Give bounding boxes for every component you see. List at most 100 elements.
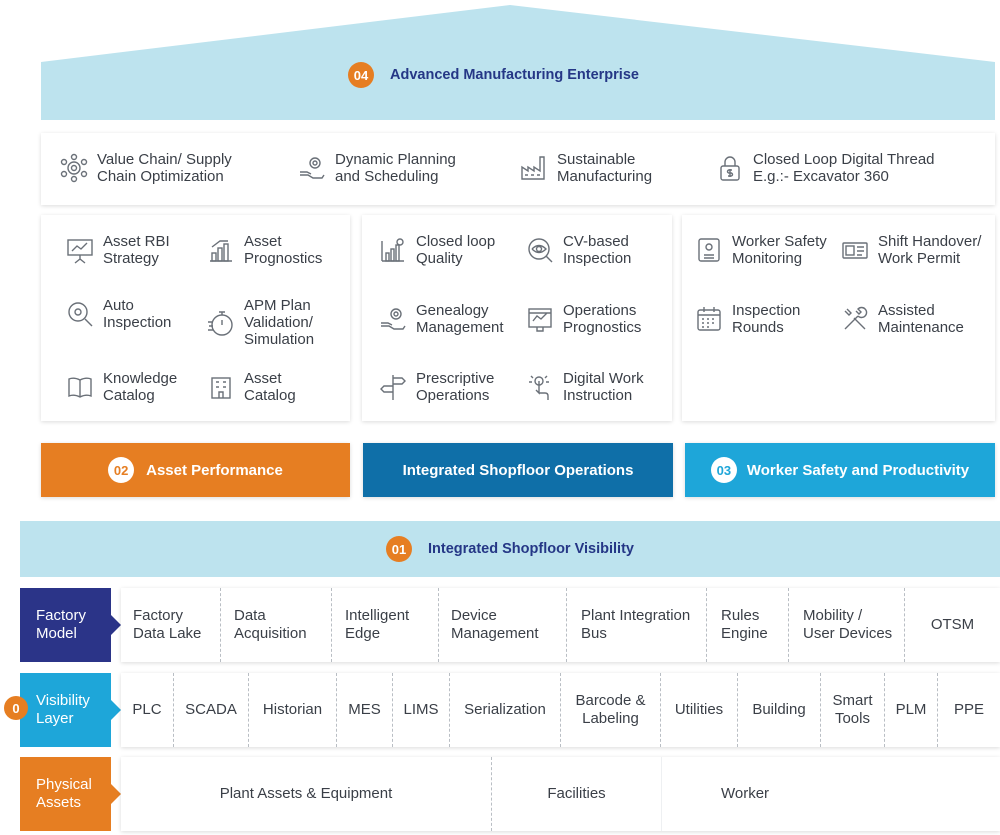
- pillar-number-badge: 02: [108, 457, 135, 483]
- level-number-badge: 04: [348, 62, 374, 88]
- factory-model-cell: Mobility / User Devices: [789, 588, 905, 662]
- network-gear-icon: [59, 153, 89, 183]
- pillar-item-label: Assisted Maintenance: [878, 302, 964, 336]
- stopwatch-icon: [206, 308, 236, 338]
- enterprise-item: Dynamic Planning and Scheduling: [297, 151, 456, 185]
- pillar-item: Closed loop Quality: [378, 233, 495, 267]
- worker-safety-header: 03 Worker Safety and Productivity: [685, 443, 995, 497]
- hand-gear-icon: [297, 153, 327, 183]
- factory-model-cell: OTSM: [930, 616, 975, 633]
- pillar-item-label: Asset RBI Strategy: [103, 233, 170, 267]
- visibility-cell: MES: [337, 673, 393, 747]
- enterprise-items-panel: Value Chain/ Supply Chain Optimization D…: [41, 133, 995, 205]
- pillar-item-label: Closed loop Quality: [416, 233, 496, 267]
- factory-model-cell: Plant Integration Bus: [567, 588, 707, 662]
- building-icon: [206, 372, 236, 402]
- pillar-item: Operations Prognostics: [525, 302, 641, 336]
- level-number-badge: 01: [386, 536, 412, 562]
- visibility-cell: Building: [738, 673, 821, 747]
- touch-icon: [525, 372, 555, 402]
- enterprise-title: Advanced Manufacturing Enterprise: [390, 67, 639, 83]
- visibility-cell: Barcode & Labeling: [561, 673, 661, 747]
- eye-gear-icon: [525, 235, 555, 265]
- row-arrow: [111, 700, 121, 720]
- hand-gear-icon: [378, 304, 408, 334]
- pillar-item-label: Asset Prognostics: [244, 233, 323, 267]
- visibility-cell: Smart Tools: [821, 673, 885, 747]
- factory-model-cell: Data Acquisition: [221, 588, 332, 662]
- shopfloor-operations-panel: Closed loop Quality CV-based Inspection …: [362, 215, 672, 421]
- physical-asset-empty: [828, 757, 1000, 831]
- level-number-badge: 0: [4, 696, 28, 720]
- enterprise-item: Value Chain/ Supply Chain Optimization: [59, 151, 232, 185]
- pillar-item-label: Genealogy Management: [416, 302, 504, 336]
- quality-chart-icon: [378, 235, 408, 265]
- visibility-cell: SCADA: [174, 673, 249, 747]
- pillar-item-label: Knowledge Catalog: [103, 370, 178, 404]
- enterprise-heading: 04 Advanced Manufacturing Enterprise: [348, 62, 639, 88]
- physical-asset-cell: Plant Assets & Equipment: [121, 757, 492, 831]
- pillar-item-label: APM Plan Validation/ Simulation: [244, 297, 315, 348]
- visibility-banner: 01 Integrated Shopfloor Visibility: [20, 521, 1000, 577]
- pillar-item: APM Plan Validation/ Simulation: [206, 297, 314, 348]
- pillar-item: Worker Safety Monitoring: [694, 233, 827, 267]
- visibility-cell: PLM: [885, 673, 938, 747]
- pillar-item-label: Worker Safety Monitoring: [732, 233, 827, 267]
- enterprise-item-label: Dynamic Planning and Scheduling: [335, 151, 456, 185]
- pillar-item-label: Shift Handover/ Work Permit: [878, 233, 982, 267]
- asset-performance-panel: Asset RBI Strategy Asset Prognostics Aut…: [41, 215, 350, 421]
- pillar-title: Integrated Shopfloor Operations: [402, 461, 634, 479]
- pillar-item: Shift Handover/ Work Permit: [840, 233, 981, 267]
- signpost-icon: [378, 372, 408, 402]
- dashboard-icon: [525, 304, 555, 334]
- calendar-icon: [694, 304, 724, 334]
- book-icon: [65, 372, 95, 402]
- factory-model-cell: Intelligent Edge: [332, 588, 439, 662]
- factory-icon: [519, 153, 549, 183]
- visibility-cell: Historian: [249, 673, 337, 747]
- enterprise-item: Closed Loop Digital Thread E.g.:- Excava…: [715, 151, 935, 185]
- pillar-item: CV-based Inspection: [525, 233, 631, 267]
- visibility-title: Integrated Shopfloor Visibility: [428, 541, 634, 557]
- pillar-item-label: Digital Work Instruction: [563, 370, 644, 404]
- enterprise-item-label: Value Chain/ Supply Chain Optimization: [97, 151, 232, 185]
- factory-model-row: Factory Data Lake Data Acquisition Intel…: [121, 588, 1000, 662]
- pillar-item: Prescriptive Operations: [378, 370, 494, 404]
- pillar-item: Genealogy Management: [378, 302, 504, 336]
- bar-chart-icon: [206, 235, 236, 265]
- pillar-item: Asset Catalog: [206, 370, 296, 404]
- visibility-cell: PLC: [121, 673, 174, 747]
- factory-model-cell: Device Management: [439, 588, 567, 662]
- pillar-item: Asset RBI Strategy: [65, 233, 170, 267]
- physical-asset-cell: Facilities: [492, 757, 662, 831]
- physical-asset-cell: Worker: [720, 785, 770, 802]
- pillar-item-label: Auto Inspection: [103, 297, 172, 331]
- factory-model-cell: Rules Engine: [707, 588, 789, 662]
- pillar-number-badge: 03: [710, 457, 737, 483]
- pillar-title: Worker Safety and Productivity: [746, 461, 970, 479]
- pillar-title: Asset Performance: [146, 461, 283, 479]
- presentation-chart-icon: [65, 235, 95, 265]
- pillar-item-label: Asset Catalog: [244, 370, 296, 404]
- visibility-cell: LIMS: [393, 673, 450, 747]
- visibility-layer-row: PLC SCADA Historian MES LIMS Serializati…: [121, 673, 1000, 747]
- shopfloor-operations-header: Integrated Shopfloor Operations: [363, 443, 673, 497]
- row-arrow: [111, 784, 121, 804]
- magnifier-gear-icon: [65, 299, 95, 329]
- pillar-item: Assisted Maintenance: [840, 302, 964, 336]
- pillar-item: Digital Work Instruction: [525, 370, 644, 404]
- visibility-cell: Serialization: [450, 673, 561, 747]
- enterprise-item: Sustainable Manufacturing: [519, 151, 652, 185]
- physical-assets-label: Physical Assets: [20, 757, 111, 831]
- enterprise-item-label: Closed Loop Digital Thread E.g.:- Excava…: [753, 151, 935, 185]
- asset-performance-header: 02 Asset Performance: [41, 443, 350, 497]
- physical-assets-row: Plant Assets & Equipment Facilities Work…: [121, 757, 1000, 831]
- visibility-cell: PPE: [953, 701, 984, 718]
- pillar-item: Asset Prognostics: [206, 233, 322, 267]
- pillar-item-label: CV-based Inspection: [563, 233, 632, 267]
- roof-banner: [41, 5, 995, 120]
- pillar-item-label: Operations Prognostics: [563, 302, 642, 336]
- pillar-item: Auto Inspection: [65, 297, 171, 331]
- row-arrow: [111, 615, 121, 635]
- pillar-item-label: Inspection Rounds: [732, 302, 801, 336]
